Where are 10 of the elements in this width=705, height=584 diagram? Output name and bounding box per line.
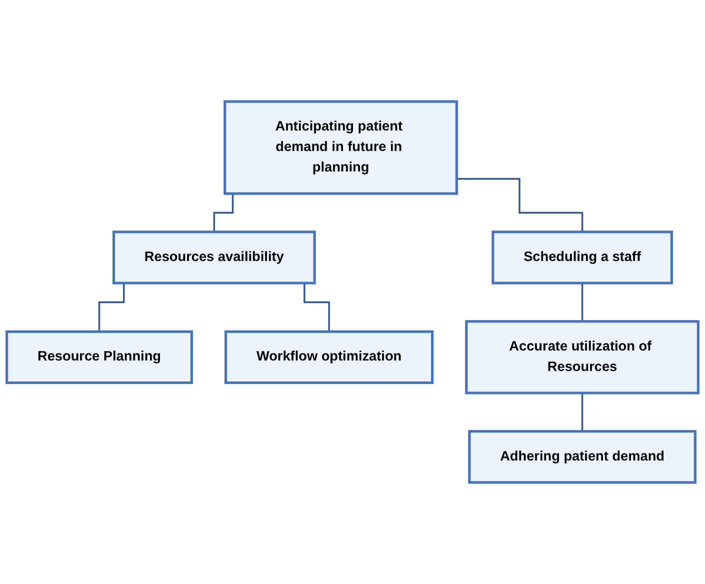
node-box: Workflow optimization <box>224 330 434 384</box>
node-box: Scheduling a staff <box>492 230 673 284</box>
node-box: Resources availibility <box>112 230 316 284</box>
node-box: Adhering patient demand <box>468 430 696 484</box>
connector <box>581 282 584 322</box>
connector <box>456 178 584 233</box>
node-box: Anticipating patient demand in future in planning <box>224 100 458 195</box>
connector <box>581 392 584 432</box>
node-box: Resource Planning <box>6 330 193 384</box>
node-box: Accurate utilization of Resources <box>465 320 700 394</box>
